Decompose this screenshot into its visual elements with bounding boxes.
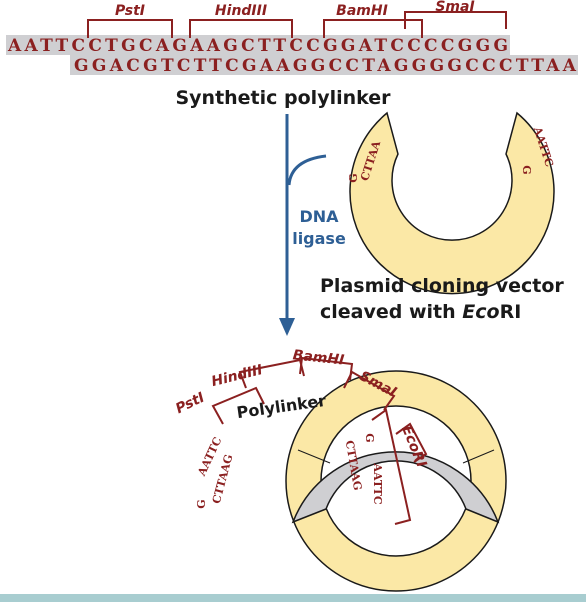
vector-label-line1: Plasmid cloning vector <box>320 275 564 297</box>
hindiii-bracket <box>189 19 293 38</box>
smai-label: SmaI <box>435 0 474 15</box>
left-junction-line <box>297 449 331 464</box>
overhang-band <box>6 35 70 55</box>
synthetic-polylinker-section: PstI HindIII BamHI SmaI AATTCCTGCAGAAGCT… <box>6 0 578 109</box>
rec-smai-bracket <box>343 370 396 411</box>
smai-bracket <box>404 11 507 29</box>
bottom-strand-band <box>70 55 578 75</box>
rec-ecori-bracket-long <box>371 408 412 525</box>
right-cleaved-end-inner: G <box>520 165 533 174</box>
rec-bamhi-label: BamHI <box>292 347 345 368</box>
polylinker-insert-arc <box>291 451 500 524</box>
open-plasmid-ring <box>349 111 555 295</box>
rec-psti-label: PstI <box>173 390 207 418</box>
hindiii-label: HindIII <box>215 3 267 19</box>
right-junction-inner-seq: AATTC <box>371 462 384 504</box>
vector-label-line2-post: RI <box>500 301 522 323</box>
site-brackets <box>87 11 507 38</box>
recombinant-ring <box>285 370 507 592</box>
rec-hindiii-label: HindIII <box>210 362 264 390</box>
vector-label-line2-italic: Eco <box>462 301 499 323</box>
ligase-arrow-group: DNA ligase <box>279 114 346 336</box>
right-junction-line <box>462 449 495 464</box>
rec-ecori-bracket <box>395 422 428 463</box>
synthetic-polylinker-label: Synthetic polylinker <box>175 87 391 109</box>
bottom-border-stripe <box>0 594 586 602</box>
recombinant-site-brackets <box>211 356 428 525</box>
cleaved-plasmid-vector: CTTAA G AATTC G <box>347 111 556 295</box>
left-junction-g: G <box>195 499 208 508</box>
vector-label-line2-pre: cleaved with <box>320 301 462 323</box>
rec-hindiii-bracket <box>238 358 305 389</box>
ligase-label-line1: DNA <box>299 207 339 226</box>
recombinant-plasmid: PstI HindIII BamHI SmaI EcoRI Polylinker… <box>173 347 507 592</box>
right-junction-g: G <box>363 433 376 442</box>
top-strand-sequence: AATTCCTGCAGAAGCTTCCGGATCCCCGGG <box>7 36 508 56</box>
left-cleaved-end-inner: G <box>347 173 360 182</box>
ligase-arrowhead <box>279 318 295 336</box>
ligase-branch-curve <box>287 154 327 186</box>
vector-label-line2: cleaved with EcoRI <box>320 301 521 323</box>
top-strand-band <box>70 35 510 55</box>
bamhi-label: BamHI <box>336 3 388 19</box>
psti-label: PstI <box>115 3 145 19</box>
bamhi-bracket <box>323 19 423 38</box>
ligase-label-line2: ligase <box>292 229 346 248</box>
rec-psti-bracket <box>211 386 265 425</box>
psti-bracket <box>87 19 173 38</box>
rec-ecori-label: EcoRI <box>398 423 429 469</box>
